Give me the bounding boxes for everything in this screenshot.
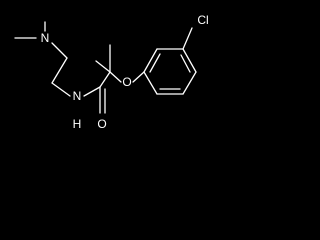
chlorine-label: Cl [197, 13, 208, 27]
ring-bond-1 [143, 48, 158, 73]
bond-ring-cl [182, 27, 193, 50]
bond-ether-o-ring [132, 71, 145, 83]
ring-bond-4 [182, 71, 197, 95]
bond-quat-c-methyl-left [95, 60, 111, 73]
amine-nitrogen-label: N [41, 31, 50, 45]
amide-hydrogen-label: H [73, 117, 82, 131]
bond-ch2-ch2 [51, 57, 68, 84]
bond-carbonyl-c-quat-c [99, 71, 111, 88]
ether-oxygen-label: O [122, 75, 131, 89]
ring-bond-6 [143, 71, 158, 95]
chemical-structure-diagram: N N H O O Cl [14, 13, 209, 131]
bond-amide-n-carbonyl-c [83, 86, 101, 97]
ring-bond-3-inner [180, 54, 191, 73]
bond-quat-c-ether-o [109, 71, 122, 83]
ring-bond-3 [182, 48, 197, 73]
amide-nitrogen-label: N [73, 89, 82, 103]
ring-bond-1-inner [149, 53, 161, 73]
carbonyl-oxygen-label: O [97, 117, 106, 131]
bond-amine-ch2 [51, 42, 68, 59]
bond-ch2-amide-n [51, 82, 71, 97]
